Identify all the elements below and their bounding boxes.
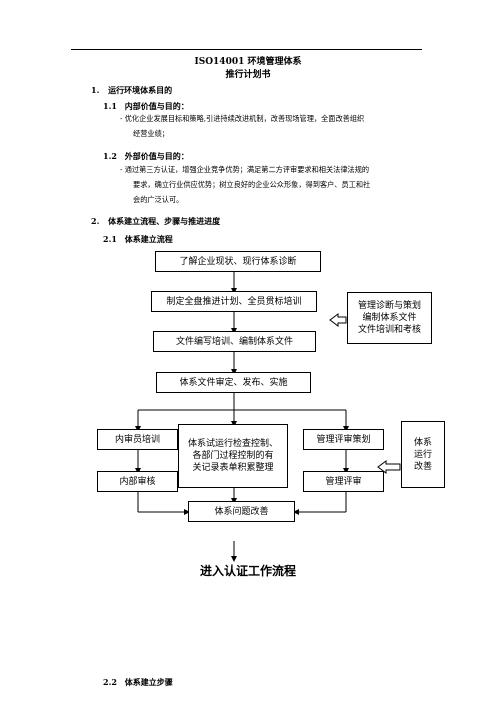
- section-2-2-title: 体系建立步骤: [124, 677, 173, 687]
- flow-box-diagnosis: 了解企业现状、现行体系诊断: [155, 251, 321, 272]
- flow-box-problem-improvement: 体系问题改善: [188, 501, 295, 522]
- section-1-1-heading: 1.1 内部价值与目的：: [103, 101, 189, 112]
- flow-box-plan-training: 制定全盘推进计划、全员贯标培训: [151, 291, 317, 312]
- flow-box-review-planning: 管理评审策划: [303, 429, 384, 450]
- section-1-heading: 1. 运行环境体系目的: [91, 85, 172, 96]
- flow-final-step: 进入认证工作流程: [199, 564, 296, 578]
- hollow-arrow-side2: [377, 460, 401, 474]
- flow-box-document-release: 体系文件审定、发布、实施: [156, 372, 311, 393]
- section-2-1-heading: 2.1 体系建立流程: [103, 234, 173, 245]
- section-2-number: 2.: [91, 216, 100, 226]
- section-1-2-heading: 1.2 外部价值与目的：: [103, 151, 189, 162]
- doc-subtitle: 推行计划书: [225, 70, 271, 80]
- section-2-2-number: 2.2: [103, 677, 117, 687]
- flow-box-management-review: 管理评审: [303, 471, 384, 492]
- section-2-title: 体系建立流程、步骤与推进进度: [108, 216, 221, 226]
- section-1-2-line-1: - 通过第三方认证，增强企业竞争优势；满足第二方评审要求和相关法律法规的: [120, 165, 370, 174]
- section-1-2-line-3: 会的广泛认可。: [133, 195, 184, 204]
- hollow-arrow-side1: [329, 313, 347, 327]
- section-1-2-number: 1.2: [103, 151, 117, 161]
- header-rule: [71, 49, 422, 50]
- section-1-1-line-2: 经营业绩；: [133, 129, 169, 138]
- section-1-2-line-2: 要求，确立行业供应优势；树立良好的企业公众形象，得到客户、员工和社: [133, 180, 371, 189]
- section-1-title: 运行环境体系目的: [108, 85, 173, 95]
- flow-box-auditor-training: 内审员培训: [97, 429, 178, 450]
- flow-box-trial-run: 体系试运行检查控制、 各部门过程控制的有 关记录表单积累整理: [178, 424, 288, 488]
- flow-box-consulting-side: 管理诊断与策划 编制体系文件 文件培训和考核: [347, 292, 432, 344]
- section-1-1-number: 1.1: [103, 101, 117, 111]
- flow-box-document-writing: 文件编写培训、编制体系文件: [153, 331, 316, 352]
- section-2-1-number: 2.1: [103, 234, 117, 244]
- section-1-1-line-1: - 优化企业发展目标和策略,引进持续改进机制，改善现场管理，全面改善组织: [120, 114, 365, 123]
- flow-box-internal-audit: 内部审核: [97, 471, 178, 492]
- section-1-1-title: 内部价值与目的：: [124, 101, 189, 111]
- section-2-heading: 2. 体系建立流程、步骤与推进进度: [91, 216, 220, 227]
- doc-title: ISO14001 环境管理体系: [194, 57, 302, 67]
- section-2-1-title: 体系建立流程: [124, 234, 173, 244]
- section-1-2-title: 外部价值与目的：: [124, 151, 189, 161]
- flow-box-improvement-side: 体系 运行 改善: [401, 421, 445, 488]
- section-1-number: 1.: [91, 85, 100, 95]
- section-2-2-heading: 2.2 体系建立步骤: [103, 677, 173, 688]
